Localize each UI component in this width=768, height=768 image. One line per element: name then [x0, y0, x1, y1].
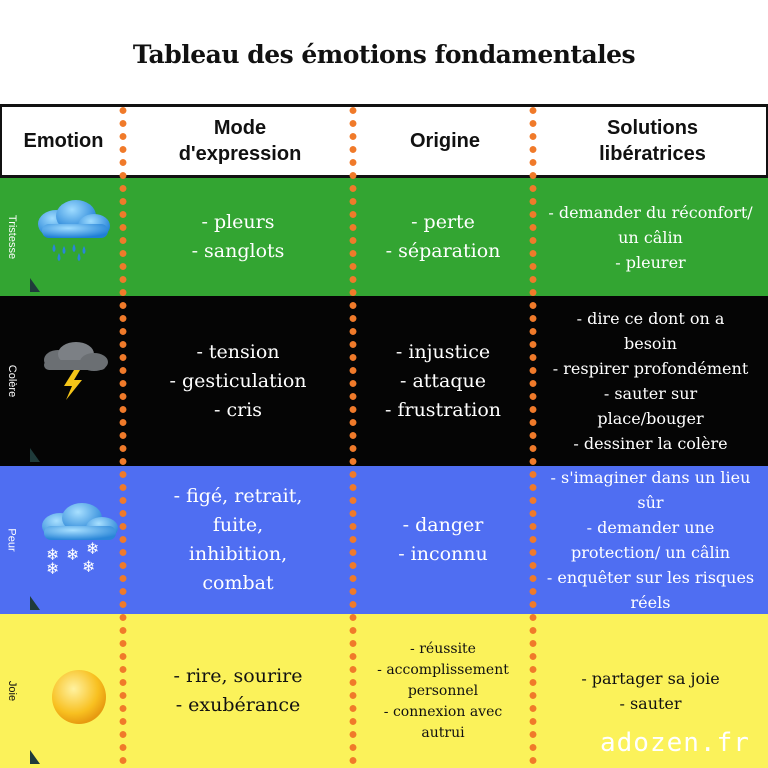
table-header: Emotion Mode d'expression Origine Soluti…: [0, 104, 768, 178]
header-expression: Mode d'expression: [178, 117, 302, 165]
origine-cell: - perte - séparation: [385, 211, 501, 262]
svg-text:❄: ❄: [46, 559, 59, 574]
solutions-cell: - s'imaginer dans un lieu sûr - demander…: [546, 468, 755, 612]
header-emotion: Emotion: [23, 130, 104, 152]
expression-cell: - rire, sourire - exubérance: [173, 665, 303, 716]
emotions-table: Emotion Mode d'expression Origine Soluti…: [0, 104, 768, 768]
origine-cell: - danger - inconnu: [398, 514, 488, 565]
expression-cell: - tension - gesticulation - cris: [169, 340, 307, 421]
sun-icon: [52, 670, 106, 724]
svg-text:❄: ❄: [86, 539, 99, 558]
corner-marker: [30, 750, 40, 764]
solutions-cell: - demander du réconfort/ un câlin - pleu…: [548, 202, 753, 272]
corner-marker: [30, 278, 40, 292]
table-row-colere: Colère - tension - gesticulation - cris …: [0, 296, 768, 466]
expression-cell: - pleurs - sanglots: [191, 211, 285, 262]
column-divider: [529, 104, 537, 768]
page-title: Tableau des émotions fondamentales: [132, 40, 636, 69]
snow-cloud-icon: ❄ ❄ ❄ ❄ ❄: [42, 503, 118, 574]
solutions-cell: - partager sa joie - sauter: [581, 669, 720, 713]
header-solutions: Solutions libératrices: [599, 117, 706, 165]
table-row-joie: Joie - rire, sourire - exubérance - réus…: [0, 614, 768, 768]
column-divider: [119, 104, 127, 768]
svg-text:❄: ❄: [46, 545, 59, 564]
origine-cell: - injustice - attaque - frustration: [385, 340, 501, 421]
corner-marker: [30, 448, 40, 462]
thunder-cloud-icon: [44, 342, 108, 400]
header-origine: Origine: [409, 130, 480, 152]
svg-text:❄: ❄: [82, 557, 95, 574]
table-row-tristesse: Tristesse - pleurs - sanglots - perte - …: [0, 178, 768, 296]
origine-cell: - réussite - accomplissement personnel -…: [377, 640, 509, 741]
emotion-label: Joie: [6, 680, 18, 702]
expression-cell: - figé, retrait, fuite, inhibition, comb…: [173, 485, 303, 594]
column-divider: [349, 104, 357, 768]
watermark: adozen.fr: [600, 728, 750, 758]
table-row-peur: Peur ❄ ❄ ❄ ❄ ❄ - figé, retrait, fuite, i…: [0, 466, 768, 614]
svg-text:❄: ❄: [66, 545, 79, 564]
emotion-label: Peur: [6, 528, 18, 552]
solutions-cell: - dire ce dont on a besoin - respirer pr…: [552, 309, 749, 453]
emotion-label: Tristesse: [6, 214, 18, 260]
corner-marker: [30, 596, 40, 610]
rain-cloud-icon: [38, 200, 110, 261]
emotion-label: Colère: [6, 364, 18, 398]
